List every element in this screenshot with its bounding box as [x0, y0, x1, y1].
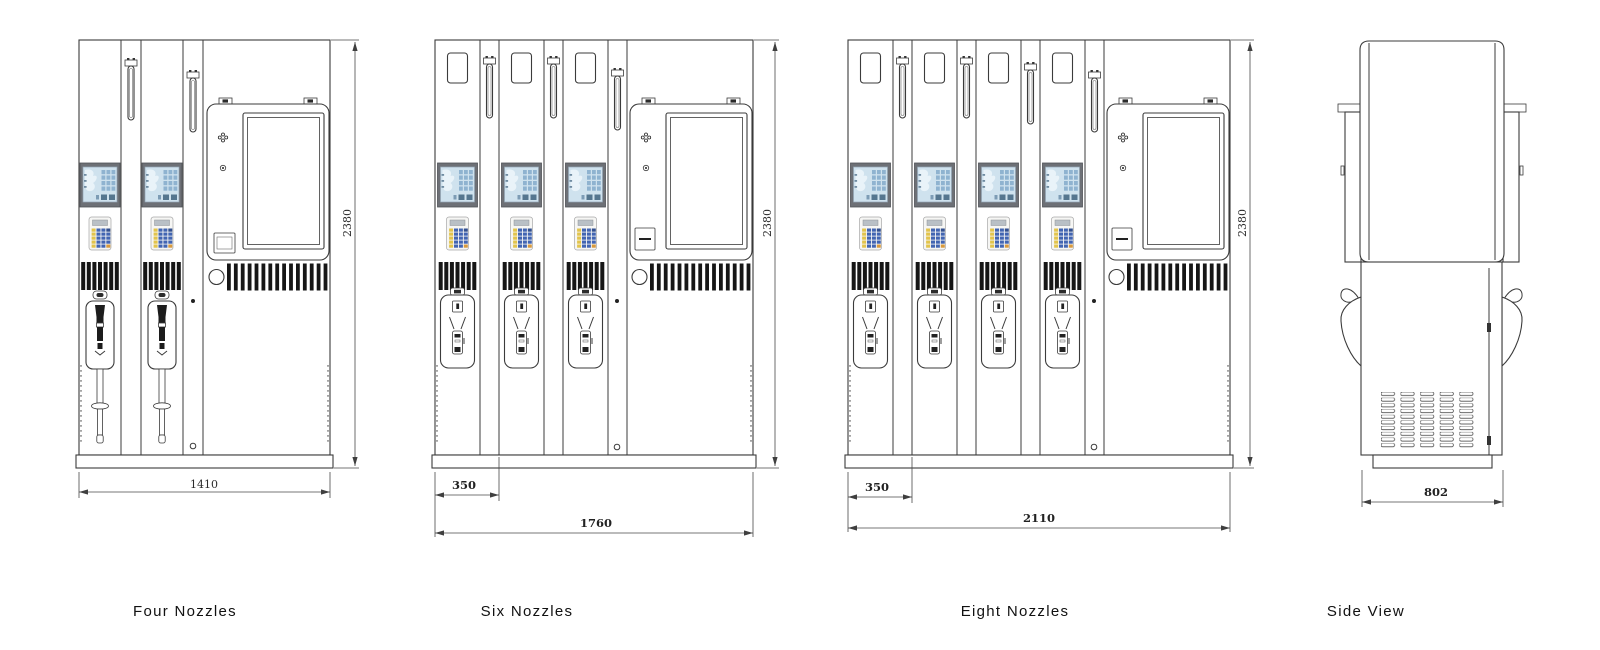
- fuel-nozzle: [852, 287, 889, 369]
- height-dimension: 2380: [1231, 39, 1254, 469]
- price-display: [565, 162, 606, 208]
- dispenser-base: [1372, 454, 1493, 469]
- caption-side-view: Side View: [1327, 603, 1405, 620]
- price-display: [141, 162, 183, 208]
- vent-grille: [1043, 262, 1082, 290]
- column-dimension-label: 350: [452, 478, 476, 492]
- unit-side-view: 802: [1337, 40, 1527, 507]
- preset-keypad: [923, 216, 946, 251]
- preset-keypad: [88, 216, 112, 251]
- price-display: [1042, 162, 1083, 208]
- width-dimension-label: 1410: [190, 478, 218, 491]
- bolt-hole: [189, 442, 197, 450]
- dispenser-base: [844, 454, 1234, 469]
- width-dimension: 1760: [435, 472, 754, 537]
- vent-grille: [915, 262, 954, 290]
- price-display: [914, 162, 955, 208]
- dispenser-base: [75, 454, 334, 469]
- column-dimension: 350: [434, 457, 500, 537]
- dispenser-head: [1359, 40, 1505, 263]
- price-display: [79, 162, 121, 208]
- fuel-nozzle: [980, 287, 1017, 369]
- vent-grille: [851, 262, 890, 290]
- height-dimension-label: 2380: [341, 209, 354, 237]
- preset-keypad: [859, 216, 882, 251]
- ventilation-louvers: [1381, 392, 1475, 448]
- unit-eight-nozzles: 350 2110 2380: [844, 39, 1254, 532]
- bolt-hole: [1090, 443, 1098, 451]
- logo-plate: [510, 52, 533, 84]
- height-dimension: 2380: [331, 39, 359, 469]
- price-display: [437, 162, 478, 208]
- nozzle-hook: [1501, 288, 1523, 368]
- vent-grille: [502, 262, 541, 290]
- width-dimension: 1410: [78, 472, 331, 498]
- vent-grille: [566, 262, 605, 290]
- bolt-dot: [191, 299, 195, 303]
- fuel-nozzle: [1044, 287, 1081, 369]
- caption-eight-nozzles: Eight Nozzles: [961, 603, 1070, 620]
- side-wing: [1502, 103, 1527, 113]
- preset-keypad: [510, 216, 533, 251]
- vent-grille: [143, 262, 181, 290]
- vent-grille: [438, 262, 477, 290]
- nozzle-hook: [1340, 288, 1362, 368]
- height-dimension: 2380: [754, 39, 779, 469]
- fuel-nozzle: [567, 287, 604, 369]
- bolt-dot: [615, 299, 619, 303]
- logo-plate: [446, 52, 469, 84]
- fuel-nozzle: [439, 287, 476, 369]
- price-display: [850, 162, 891, 208]
- unit-six-nozzles: 350 1760 2380: [431, 39, 779, 537]
- width-dimension: 802: [1361, 470, 1504, 507]
- unit-four-nozzles: 1410 2380: [75, 39, 359, 498]
- logo-plate: [923, 52, 946, 84]
- price-display: [978, 162, 1019, 208]
- vent-grille: [81, 262, 119, 290]
- height-dimension-label: 2380: [1236, 209, 1249, 237]
- price-display: [501, 162, 542, 208]
- caption-four-nozzles: Four Nozzles: [133, 603, 237, 620]
- width-dimension-label: 802: [1424, 485, 1448, 499]
- card-reader-port: [213, 232, 236, 254]
- fuel-nozzle: [916, 287, 953, 369]
- fuel-nozzle: [503, 287, 540, 369]
- width-dimension-label: 1760: [580, 516, 612, 530]
- preset-keypad: [987, 216, 1010, 251]
- bolt-hole: [613, 443, 621, 451]
- width-dimension: 2110: [848, 472, 1231, 532]
- preset-keypad: [150, 216, 174, 251]
- column-dimension-label: 350: [865, 480, 889, 494]
- caption-six-nozzles: Six Nozzles: [481, 603, 574, 620]
- column-dimension: 350: [847, 457, 913, 532]
- height-dimension-label: 2380: [761, 209, 774, 237]
- side-wing: [1337, 103, 1362, 113]
- logo-plate: [574, 52, 597, 84]
- dispenser-base: [431, 454, 757, 469]
- logo-plate: [987, 52, 1010, 84]
- vent-grille: [979, 262, 1018, 290]
- logo-plate: [859, 52, 882, 84]
- logo-plate: [1051, 52, 1074, 84]
- preset-keypad: [574, 216, 597, 251]
- width-dimension-label: 2110: [1023, 511, 1055, 525]
- preset-keypad: [446, 216, 469, 251]
- preset-keypad: [1051, 216, 1074, 251]
- bolt-dot: [1092, 299, 1096, 303]
